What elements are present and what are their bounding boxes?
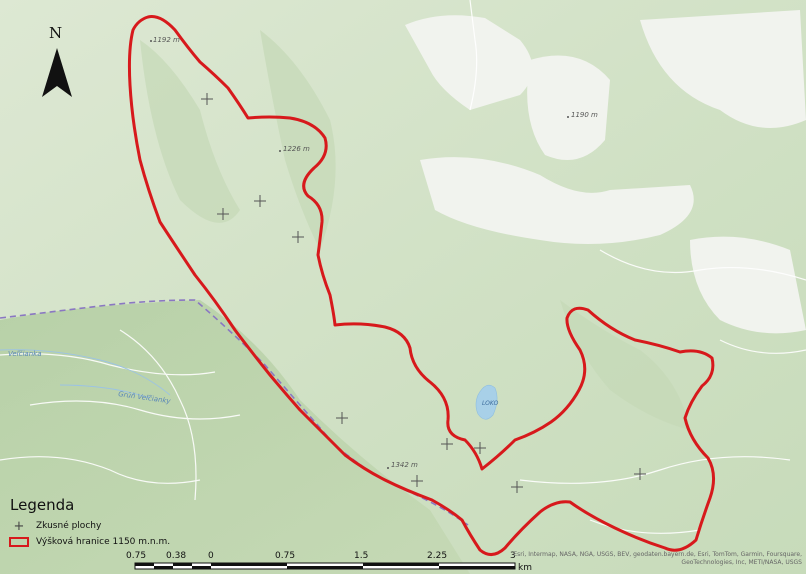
scale-tick-label: 1.5 [354, 551, 368, 561]
road-network [0, 0, 806, 534]
sample-plot-cross-icon[interactable] [474, 442, 486, 454]
southern-forest [0, 300, 470, 574]
scale-tick-label: 0.75 [275, 551, 295, 561]
spot-height-label: 1192 m [153, 36, 180, 44]
stream-network [0, 349, 171, 399]
map-attribution: Esri, Intermap, NASA, NGA, USGS, BEV, ge… [466, 551, 802, 567]
scale-tick-label: 0.38 [166, 551, 186, 561]
hillshade [140, 30, 690, 430]
sample-plot-cross-icon[interactable] [511, 481, 523, 493]
scale-tick-label: 0 [208, 551, 214, 561]
legend-item-label: Zkusné plochy [36, 521, 102, 531]
lake-label: LOKO [482, 400, 499, 407]
legend-item-label: Výšková hranice 1150 m.n.m. [36, 537, 171, 547]
spot-height-label: 1226 m [283, 145, 310, 153]
north-label: N [49, 24, 62, 42]
attribution-line: GeoTechnologies, Inc, METI/NASA, USGS [681, 559, 802, 566]
scale-bar: 0.75 0.38 0 0.75 1.5 2.25 3 km [126, 551, 532, 573]
cross-icon: + [13, 518, 25, 534]
sample-plot-cross-icon[interactable] [411, 475, 423, 487]
attribution-line: Esri, Intermap, NASA, NGA, USGS, BEV, ge… [513, 551, 802, 558]
sample-plot-cross-icon[interactable] [217, 208, 229, 220]
spot-height-label: 1190 m [571, 111, 598, 119]
scale-tick-label: 0.75 [126, 551, 146, 561]
scale-tick-label: 3 [510, 551, 516, 561]
sample-plot-cross-icon[interactable] [336, 412, 348, 424]
elevation-boundary-polygon[interactable] [127, 15, 715, 556]
legend: Legenda + Zkusné plochy Výšková hranice … [8, 496, 178, 550]
north-arrow-icon: N [42, 24, 72, 97]
spot-height-label: 1342 m [391, 461, 418, 469]
legend-item-sample-plots: + Zkusné plochy [8, 518, 178, 534]
sample-plot-cross-icon[interactable] [254, 195, 266, 207]
administrative-border [0, 299, 469, 526]
legend-title: Legenda [10, 496, 75, 514]
sample-plot-cross-icon[interactable] [441, 438, 453, 450]
spot-heights: 1192 m 1226 m 1190 m 1342 m [150, 36, 598, 469]
sample-plot-cross-icon[interactable] [292, 231, 304, 243]
lake [475, 384, 498, 420]
sample-plots [201, 93, 646, 493]
sample-plot-cross-icon[interactable] [201, 93, 213, 105]
legend-item-elevation-boundary: Výšková hranice 1150 m.n.m. [8, 534, 178, 550]
river-label: Veľčianka [8, 350, 42, 358]
scale-tick-label: 2.25 [427, 551, 447, 561]
scale-unit-label: km [518, 563, 532, 573]
sample-plot-cross-icon[interactable] [634, 468, 646, 480]
red-outline-box-icon [8, 535, 30, 549]
open-land-areas [405, 10, 806, 334]
